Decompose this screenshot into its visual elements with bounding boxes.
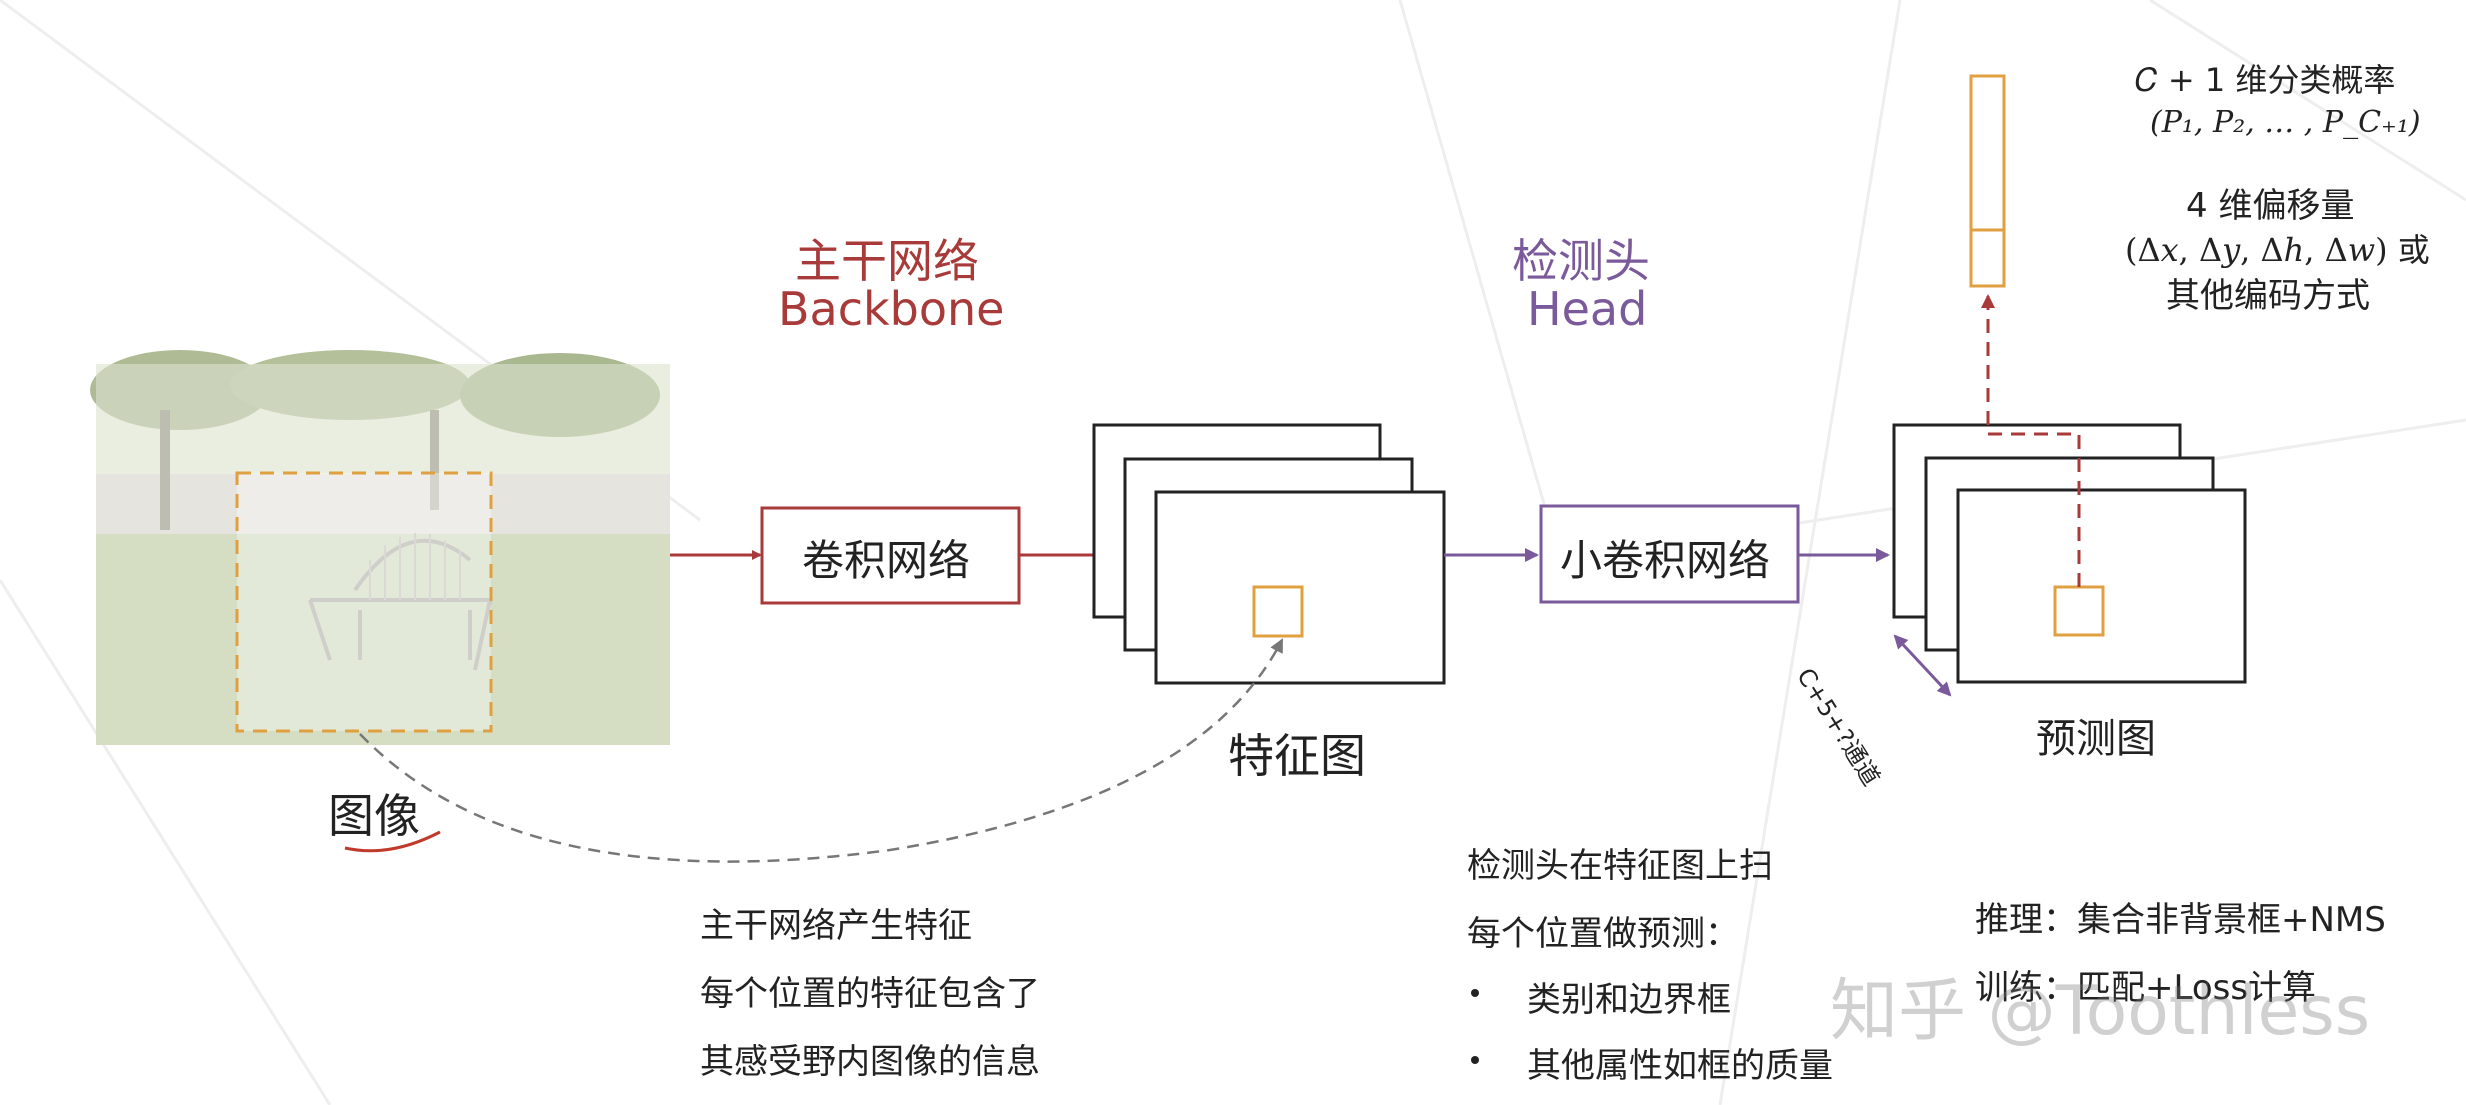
offset-alt: 其他编码方式	[2166, 276, 2370, 316]
object-bounding-box	[235, 471, 493, 733]
offset-title: 4 维偏移量	[2186, 186, 2355, 226]
training-summary: 训练：匹配+Loss计算	[1975, 968, 2317, 1008]
head-title-en: Head	[1527, 282, 1648, 336]
input-image	[90, 350, 670, 745]
feature-map-label: 特征图	[1228, 729, 1366, 783]
head-desc-line-1: 检测头在特征图上扫	[1467, 846, 1773, 886]
class-prob-formula: (𝑃₁, 𝑃₂, … , 𝑃_𝐶₊₁)	[2150, 105, 2421, 140]
backbone-desc-line-3: 其感受野内图像的信息	[700, 1042, 1040, 1082]
underline-scribble	[344, 830, 441, 853]
head-desc-bullet-1: 类别和边界框	[1527, 980, 1731, 1020]
head-desc-bullet-2: 其他属性如框的质量	[1527, 1046, 1833, 1086]
channel-depth-arrow	[1893, 634, 1952, 697]
bullet-dot	[1471, 989, 1479, 997]
receptive-field-arrow	[359, 638, 1284, 863]
class-prob-title: 𝐶 + 1 维分类概率	[2135, 61, 2396, 99]
offset-formula: (Δ𝑥, Δ𝑦, Δℎ, Δ𝑤) 或	[2125, 231, 2430, 269]
backbone-title-en: Backbone	[778, 282, 1005, 336]
inference-summary: 推理：集合非背景框+NMS	[1975, 900, 2386, 940]
watermark: 知乎 @Toothless	[1830, 972, 2371, 1051]
prediction-map-stack	[1892, 423, 2247, 684]
backbone-title-cn: 主干网络	[795, 234, 979, 288]
head-desc-line-2: 每个位置做预测：	[1467, 914, 1739, 954]
feature-map-stack	[1092, 423, 1446, 685]
conv-net-label: 卷积网络	[802, 536, 971, 585]
feature-cell	[1252, 585, 1304, 638]
head-title-cn: 检测头	[1512, 234, 1650, 288]
small-conv-net-label: 小卷积网络	[1560, 536, 1771, 585]
prediction-to-output-arrow	[1981, 294, 2081, 587]
image-label: 图像	[328, 789, 420, 843]
output-vector	[1969, 74, 2006, 288]
backbone-desc-line-2: 每个位置的特征包含了	[700, 974, 1040, 1014]
bullet-dot	[1471, 1056, 1479, 1064]
backbone-desc-line-1: 主干网络产生特征	[700, 906, 972, 946]
prediction-map-label: 预测图	[2036, 716, 2156, 762]
